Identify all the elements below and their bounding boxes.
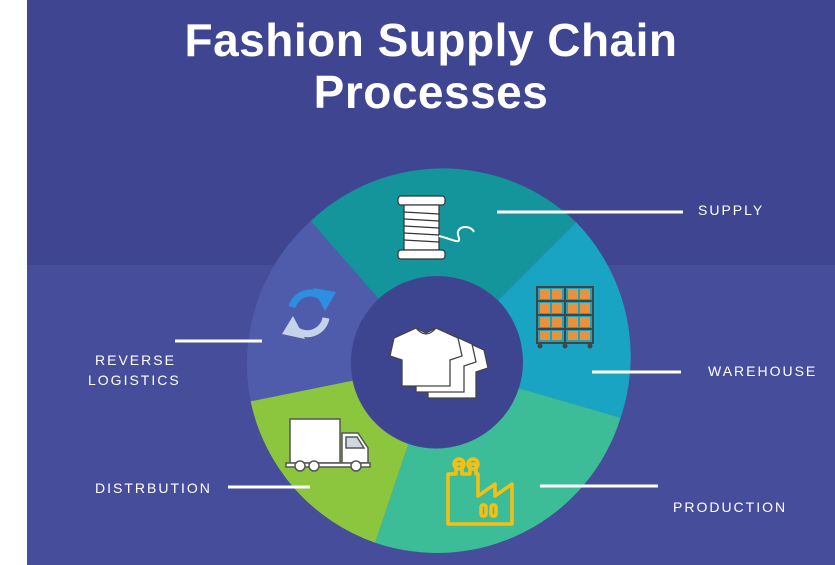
warehouse-shelves-icon [536, 286, 594, 349]
tshirt-stack-icon [389, 327, 489, 399]
segment-supply [310, 168, 577, 301]
recycle-arrows-icon [282, 288, 336, 339]
title-line-2: Processes [313, 66, 549, 118]
segment-reverse-logistics [246, 221, 380, 402]
title-line-1: Fashion Supply Chain [184, 14, 678, 66]
delivery-truck-icon [285, 418, 371, 472]
label-supply: SUPPLY [698, 202, 765, 218]
label-reverse-line-1: REVERSE [95, 352, 176, 368]
thread-spool-icon [397, 195, 475, 260]
label-reverse-line-2: LOGISTICS [88, 372, 181, 388]
factory-icon [446, 457, 514, 526]
label-warehouse: WAREHOUSE [708, 363, 818, 379]
label-distribution: DISTRBUTION [95, 480, 212, 496]
segment-production [375, 388, 621, 553]
page-title: Fashion Supply Chain Processes [27, 14, 835, 118]
label-production: PRODUCTION [673, 499, 788, 515]
